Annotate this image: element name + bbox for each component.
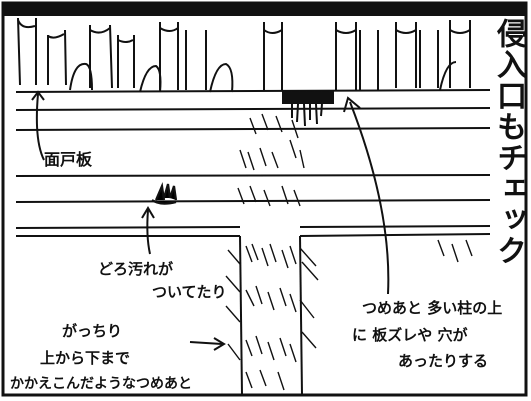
upper-scratches bbox=[237, 113, 473, 263]
scratch-label-line2: 上から下まで bbox=[40, 349, 131, 367]
post-arrow bbox=[349, 101, 390, 295]
title-text: 侵入口もチェック bbox=[491, 18, 526, 266]
arched-gaps bbox=[69, 61, 457, 93]
fascia-label: 面戸板 bbox=[44, 150, 93, 169]
mud-arrow bbox=[146, 209, 151, 255]
scratch-label-line1: がっちり bbox=[62, 322, 123, 340]
top-band bbox=[3, 3, 526, 16]
post-label-line2: に 板ズレや 穴が bbox=[352, 326, 468, 344]
mud-mark bbox=[151, 181, 178, 205]
mud-label-line1: どろ汚れが bbox=[98, 260, 174, 278]
fascia-arrow bbox=[35, 93, 45, 161]
post bbox=[239, 235, 303, 396]
post-label-line3: あったりする bbox=[398, 352, 489, 370]
hole-drips bbox=[291, 103, 323, 127]
arrows bbox=[31, 90, 390, 351]
scratch-arrow bbox=[189, 341, 223, 345]
horizontal-boards bbox=[15, 89, 491, 237]
rafter-ends bbox=[17, 17, 471, 90]
mud-label-line2: ついてたり bbox=[152, 283, 227, 301]
entry-hole bbox=[282, 90, 334, 104]
scratch-hatching bbox=[225, 243, 319, 391]
scratch-label-line3: かかえこんだようなつめあと bbox=[10, 376, 192, 392]
post-label-line1: つめあと 多い柱の上 bbox=[362, 299, 503, 317]
